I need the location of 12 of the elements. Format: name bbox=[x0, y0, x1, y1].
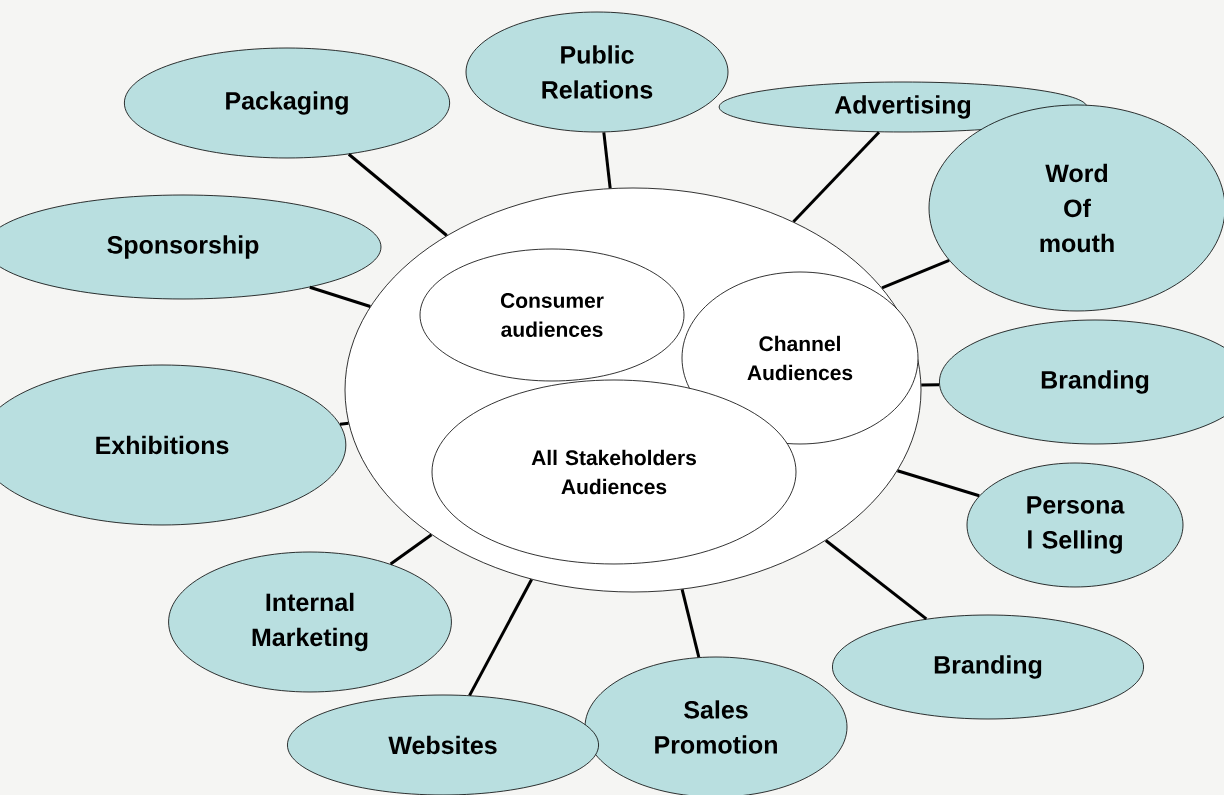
connector-line bbox=[792, 131, 881, 223]
connector-line bbox=[897, 469, 980, 498]
connector-line bbox=[602, 132, 612, 189]
connector-line bbox=[339, 421, 349, 426]
connector-line bbox=[881, 259, 950, 290]
connector-line bbox=[389, 533, 433, 566]
connector-line bbox=[309, 285, 371, 308]
connector-line bbox=[347, 153, 448, 237]
connector-line bbox=[680, 589, 701, 658]
connector-line bbox=[468, 578, 533, 697]
connector-line bbox=[921, 383, 940, 387]
connector-line bbox=[824, 539, 928, 621]
